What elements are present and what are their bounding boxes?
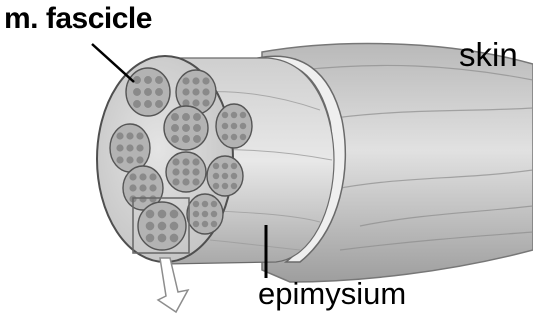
fascicle-pointer-line: [92, 44, 134, 82]
muscle-fiber: [149, 195, 156, 202]
muscle-fiber: [222, 173, 228, 179]
down-arrow-icon: [158, 258, 188, 312]
muscle-fiber: [129, 184, 136, 191]
muscle-fiber: [149, 184, 156, 191]
epimysium-label: epimysium: [258, 276, 406, 312]
muscle-fiber: [171, 124, 179, 132]
muscle-fiber: [172, 178, 179, 185]
muscle-fiber: [182, 113, 190, 121]
muscle-fiber: [193, 135, 201, 143]
muscle-fiber: [222, 112, 228, 118]
muscle-fiber: [240, 112, 246, 118]
muscle-fiber: [240, 134, 246, 140]
muscle-fiber: [231, 173, 237, 179]
muscle-fiber: [182, 88, 189, 95]
muscle-fiber: [231, 163, 237, 169]
muscle-fiber: [231, 123, 237, 129]
muscle-fiber: [171, 135, 179, 143]
muscle-fiber: [155, 88, 163, 96]
muscle-fiber: [136, 144, 143, 151]
muscle-fiber: [136, 156, 143, 163]
muscle-fiber: [182, 124, 190, 132]
muscle-fiber: [192, 88, 199, 95]
skin-label: skin: [459, 36, 518, 74]
muscle-fiber: [182, 168, 189, 175]
muscle-fiber: [231, 112, 237, 118]
muscle-fiber: [136, 132, 143, 139]
muscle-fiber: [193, 113, 201, 121]
muscle-fiber: [144, 76, 152, 84]
muscle-fiber: [182, 158, 189, 165]
muscle-fiber: [222, 134, 228, 140]
muscle-fiber: [155, 100, 163, 108]
muscle-fiber: [170, 234, 179, 243]
muscle-fiber: [231, 134, 237, 140]
muscle-fiber: [193, 211, 199, 217]
muscle-fiber: [211, 221, 217, 227]
muscle-fiber: [144, 88, 152, 96]
muscle-fiber: [170, 210, 179, 219]
muscle-fiber: [193, 124, 201, 132]
muscle-fiber: [144, 100, 152, 108]
muscle-fiber: [171, 113, 179, 121]
muscle-fiber: [222, 183, 228, 189]
muscle-fiber: [172, 168, 179, 175]
muscle-fiber: [211, 211, 217, 217]
muscle-fiber: [211, 201, 217, 207]
muscle-fiber: [155, 76, 163, 84]
muscle-fiber: [126, 132, 133, 139]
muscle-fiber: [202, 201, 208, 207]
muscle-fiber: [146, 222, 155, 231]
muscle-fiber: [139, 173, 146, 180]
muscle-fiber: [126, 156, 133, 163]
muscle-fiber: [182, 178, 189, 185]
muscle-fiber: [192, 99, 199, 106]
muscle-fiber: [213, 183, 219, 189]
muscle-fiber: [213, 163, 219, 169]
muscle-fiber: [158, 222, 167, 231]
fascicle-label: m. fascicle: [4, 2, 152, 36]
muscle-fiber: [146, 210, 155, 219]
muscle-fiber: [202, 211, 208, 217]
muscle-fiber: [240, 123, 246, 129]
muscle-fiber: [172, 158, 179, 165]
muscle-fiber: [192, 158, 199, 165]
muscle-fiber: [126, 144, 133, 151]
muscle-fiber: [158, 210, 167, 219]
muscle-fiber: [192, 77, 199, 84]
muscle-fiber: [192, 168, 199, 175]
muscle-fiber: [158, 234, 167, 243]
muscle-fiber: [202, 77, 209, 84]
muscle-fiber: [133, 76, 141, 84]
muscle-fiber: [139, 184, 146, 191]
muscle-fiber: [193, 221, 199, 227]
muscle-fiber: [149, 173, 156, 180]
muscle-fiber: [116, 132, 123, 139]
muscle-fiber: [139, 195, 146, 202]
muscle-fiber: [133, 88, 141, 96]
muscle-fiber: [213, 173, 219, 179]
muscle-fiber: [202, 99, 209, 106]
muscle-fiber: [222, 123, 228, 129]
muscle-fiber: [133, 100, 141, 108]
muscle-fiber: [182, 135, 190, 143]
muscle-fiber: [129, 173, 136, 180]
muscle-fiber: [146, 234, 155, 243]
muscle-fiber: [202, 88, 209, 95]
muscle-fiber: [193, 201, 199, 207]
muscle-fiber: [202, 221, 208, 227]
muscle-fiber: [116, 144, 123, 151]
muscle-fiber: [231, 183, 237, 189]
muscle-fiber: [192, 178, 199, 185]
muscle-fiber: [170, 222, 179, 231]
muscle-fiber: [182, 77, 189, 84]
muscle-fiber: [116, 156, 123, 163]
muscle-fiber: [222, 163, 228, 169]
